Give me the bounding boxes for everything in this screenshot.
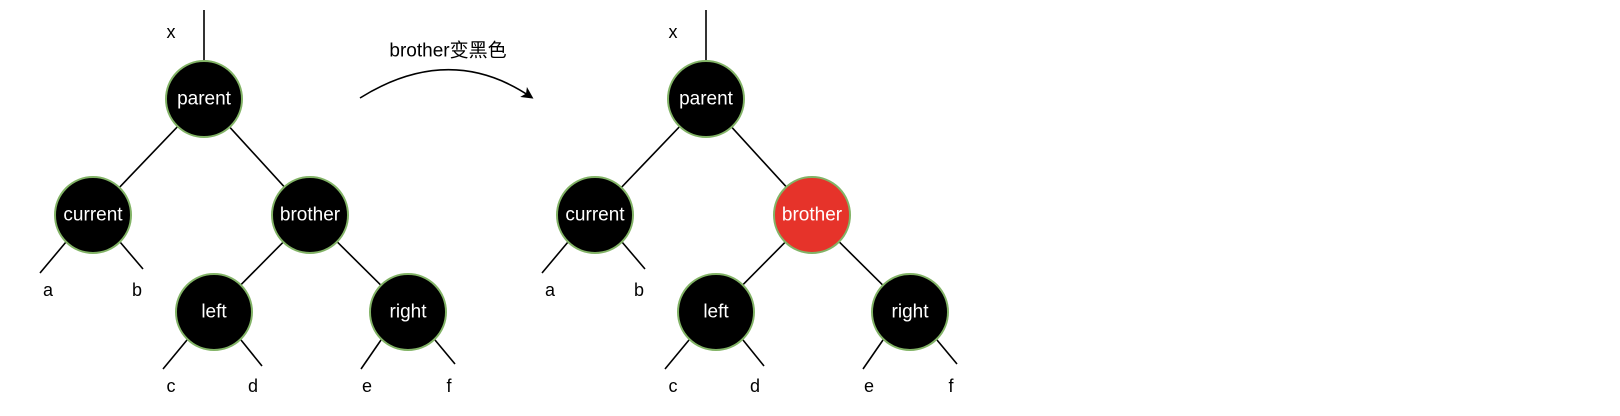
node-left: left (677, 273, 755, 351)
node-circle (369, 273, 447, 351)
node-brother: brother (773, 176, 851, 254)
leaf-label-b: b (132, 280, 142, 300)
leaf-edge (240, 339, 263, 367)
edge-parent-current (620, 125, 681, 189)
leaf-label-f: f (948, 376, 954, 396)
transition-arrow: brother变黑色 (359, 40, 534, 99)
node-label: brother (782, 205, 843, 226)
leaf-edge (360, 339, 382, 370)
node-circle (667, 60, 745, 138)
edge-brother-right (838, 241, 884, 286)
leaf-edge (742, 339, 765, 367)
node-circle (871, 273, 949, 351)
edge-parent-brother (731, 126, 787, 188)
node-current: current (556, 176, 634, 254)
leaf-label-f: f (446, 376, 452, 396)
node-label: right (892, 302, 930, 323)
edge-brother-right (336, 241, 382, 286)
transition-arrow-line (359, 68, 534, 99)
node-circle (165, 60, 243, 138)
node-circle (677, 273, 755, 351)
node-left: left (175, 273, 253, 351)
leaf-edge (621, 241, 646, 270)
node-label: current (63, 205, 123, 226)
node-label: right (390, 302, 428, 323)
leaf-label-e: e (362, 376, 372, 396)
leaf-label-d: d (750, 376, 760, 396)
leaf-label-d: d (248, 376, 258, 396)
leaf-edge (862, 339, 884, 370)
node-label: left (703, 302, 729, 323)
node-parent: parent (165, 60, 243, 138)
node-circle (556, 176, 634, 254)
node-right: right (369, 273, 447, 351)
tree-before: x a b c d e f parent current brother left right (39, 10, 456, 396)
leaf-edge (541, 241, 569, 274)
leaf-edge (162, 339, 188, 370)
leaf-label-b: b (634, 280, 644, 300)
leaf-edge (434, 339, 456, 365)
leaf-edge (664, 339, 690, 370)
leaf-label-c: c (167, 376, 176, 396)
node-parent: parent (667, 60, 745, 138)
node-label: parent (679, 89, 734, 110)
node-label: brother (280, 205, 341, 226)
node-right: right (871, 273, 949, 351)
edge-parent-brother (229, 126, 285, 188)
node-brother: brother (271, 176, 349, 254)
node-circle (773, 176, 851, 254)
node-current: current (54, 176, 132, 254)
leaf-edge (119, 241, 144, 270)
leaf-label-c: c (669, 376, 678, 396)
edge-brother-left (240, 241, 284, 286)
edge-brother-left (742, 241, 786, 286)
node-label: left (201, 302, 227, 323)
node-label: parent (177, 89, 232, 110)
tree-after: x a b c d e f parent current brother left right (541, 10, 958, 396)
node-circle (175, 273, 253, 351)
node-label: current (565, 205, 625, 226)
root-label: x (167, 22, 176, 42)
transition-label: brother变黑色 (389, 40, 506, 62)
leaf-label-e: e (864, 376, 874, 396)
root-label: x (669, 22, 678, 42)
leaf-label-a: a (43, 280, 54, 300)
leaf-edge (39, 241, 67, 274)
leaf-label-a: a (545, 280, 556, 300)
node-circle (54, 176, 132, 254)
leaf-edge (936, 339, 958, 365)
edge-parent-current (118, 125, 179, 189)
node-circle (271, 176, 349, 254)
